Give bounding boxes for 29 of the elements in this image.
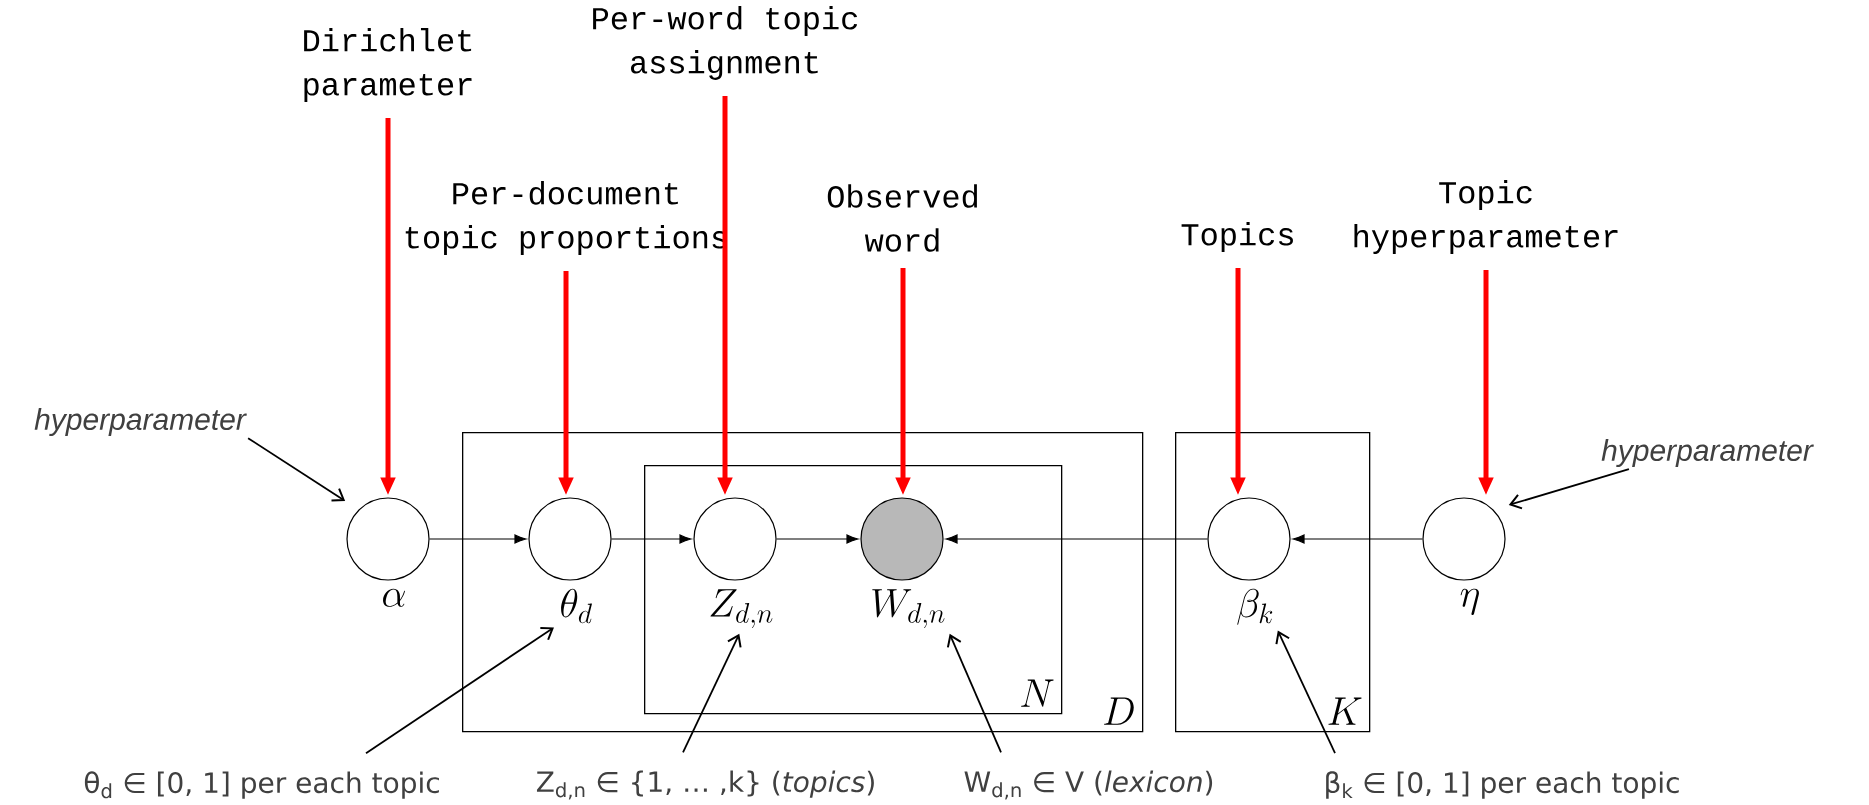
- annotation-text: Z$_{d,n}$ ∈ {1, … ,k} (topics): [536, 770, 874, 800]
- annotation-text: θ$_{d}$ ∈ [0, 1] per each topic: [84, 771, 439, 799]
- arrow: [682, 633, 742, 754]
- annotation-text: hyperparameter: [34, 408, 247, 436]
- arrow: [1508, 468, 1630, 510]
- annotation-text: Topics: [1181, 222, 1293, 252]
- arrow: [611, 534, 692, 544]
- arrow: [945, 534, 1208, 544]
- variable-label: $W_{d,n}$: [872, 589, 945, 628]
- variable-label: $\beta_k$: [1237, 588, 1273, 625]
- arrow: [776, 534, 859, 544]
- annotation-text: hyperparameter: [1601, 439, 1814, 467]
- annotation-text: Dirichlet parameter: [304, 28, 472, 102]
- arrow: [365, 627, 554, 755]
- annotation-text: Per-word topic assignment: [593, 6, 858, 80]
- arrow: [429, 534, 527, 544]
- annotation-text: W$_{d,n}$ ∈ V (lexicon): [964, 770, 1213, 800]
- arrow: [946, 633, 1002, 754]
- variable-label: $Z_{d,n}$: [710, 589, 773, 628]
- variable-label: $\theta_d$: [561, 588, 592, 624]
- variable-label: $\alpha$: [383, 588, 405, 607]
- annotation-text: Per-document topic proportions: [405, 181, 727, 255]
- arrow: [247, 437, 346, 502]
- annotation-text: Observed word: [827, 184, 977, 252]
- variable-label: $\eta$: [1460, 588, 1479, 615]
- arrow: [1292, 534, 1423, 544]
- annotation-text: β$_{k}$ ∈ [0, 1] per each topic: [1326, 771, 1679, 799]
- annotation-text: Topic hyperparameter: [1354, 180, 1618, 254]
- arrow: [1275, 630, 1336, 755]
